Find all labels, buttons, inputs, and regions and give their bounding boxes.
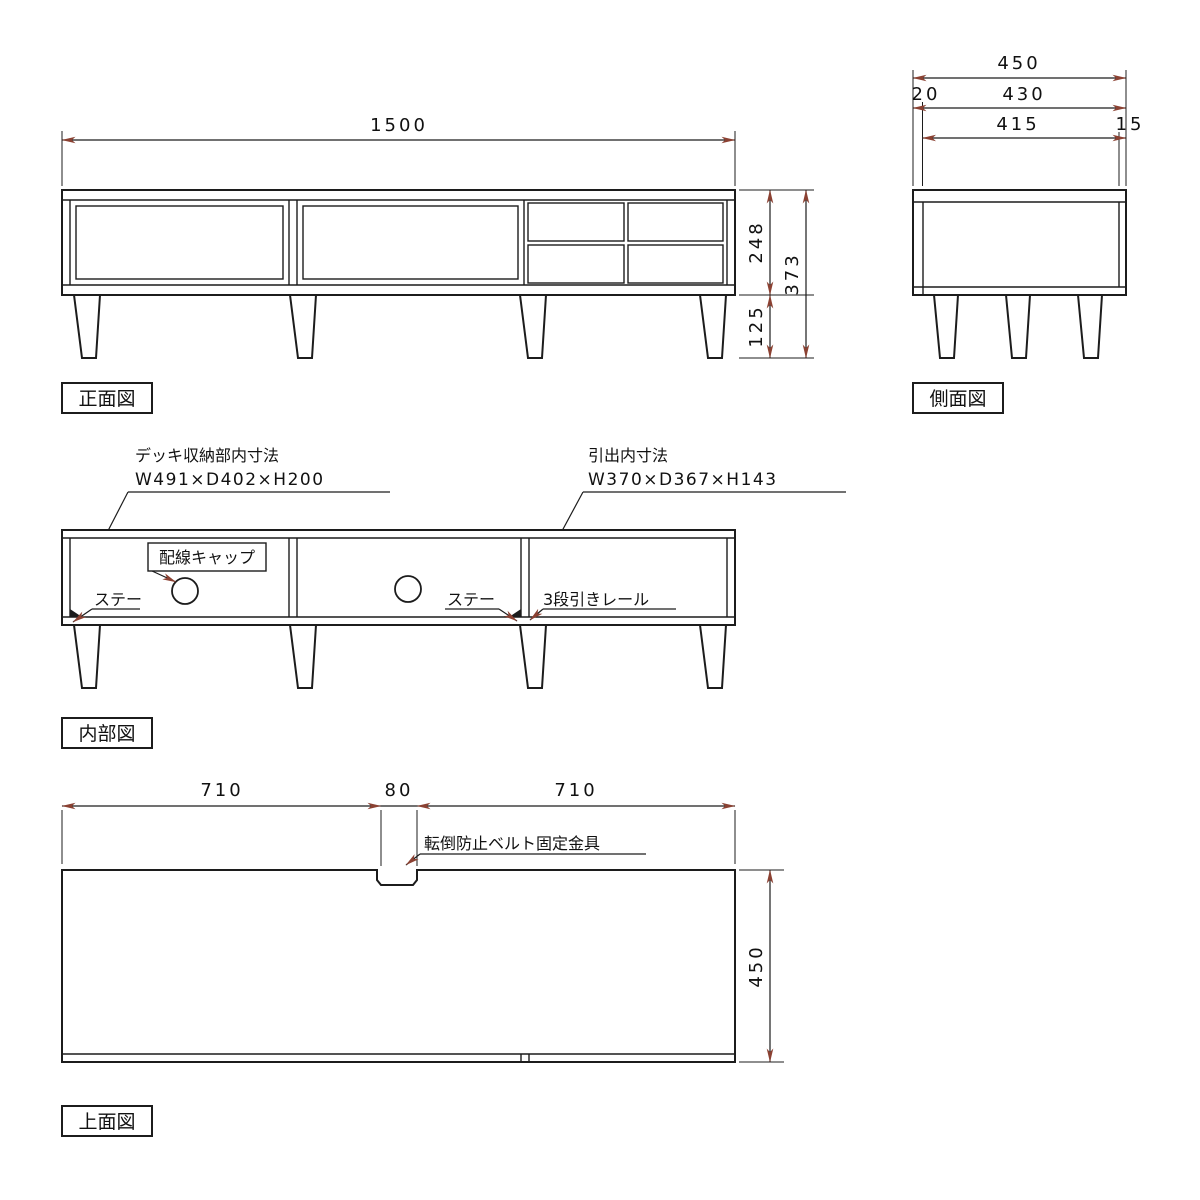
front-leg-3 [518, 294, 548, 359]
front-total-height-dim: 373 [782, 252, 803, 295]
cable-hole-right [394, 575, 422, 603]
drawer-size-value: W370×D367×H143 [588, 470, 778, 490]
cable-hole-left [171, 577, 199, 605]
side-view: 450 20 430 415 15 側面図 [912, 53, 1145, 414]
drawer-size-title: 引出内寸法 [588, 446, 668, 465]
front-leg-height-dim: 125 [746, 304, 767, 347]
front-width-dim: 1500 [370, 115, 428, 136]
stay-right-label: ステー [447, 590, 495, 609]
top-view: 710 80 710 転倒防止ベルト固定金具 450 上面図 [61, 780, 784, 1137]
internal-view: デッキ収納部内寸法 W491×D402×H200 引出内寸法 W370×D367… [61, 446, 846, 749]
internal-view-label: 内部図 [78, 723, 135, 745]
front-drawer-1 [527, 202, 625, 242]
side-cabinet-body [912, 189, 1127, 296]
top-center-dim: 80 [385, 780, 414, 801]
front-leg-1 [72, 294, 102, 359]
front-view-label: 正面図 [78, 388, 135, 410]
internal-leg-3 [518, 624, 548, 689]
side-depth-dim: 450 [997, 53, 1040, 74]
stay-right-leader [498, 608, 518, 622]
cable-cap-label-box [147, 542, 267, 572]
stay-left-label: ステー [94, 590, 142, 609]
rail-label: 3段引きレール [543, 590, 649, 609]
top-view-label: 上面図 [78, 1111, 135, 1133]
front-body-height-dim: 248 [746, 220, 767, 263]
internal-cabinet-body [61, 529, 736, 626]
belt-bracket-label: 転倒防止ベルト固定金具 [424, 834, 600, 853]
top-right-dim: 710 [554, 780, 597, 801]
internal-leg-2 [288, 624, 318, 689]
front-leg-2 [288, 294, 318, 359]
side-frontlip-dim: 15 [1116, 114, 1145, 135]
belt-bracket-leader [405, 853, 421, 866]
side-leg-2 [1004, 294, 1032, 359]
front-drawer-3 [527, 244, 625, 284]
side-leg-1 [932, 294, 960, 359]
front-leg-4 [698, 294, 728, 359]
front-drawer-2 [627, 202, 724, 242]
top-left-dim: 710 [200, 780, 243, 801]
side-leg-3 [1076, 294, 1104, 359]
side-innerdepth-dim: 415 [996, 114, 1039, 135]
front-open-shelf-2 [302, 205, 519, 280]
cable-cap-leader [151, 570, 177, 583]
top-depth-dim: 450 [746, 944, 767, 987]
side-topdepth-dim: 430 [1002, 84, 1045, 105]
internal-leg-1 [72, 624, 102, 689]
rail-leader [529, 608, 544, 621]
deck-size-title: デッキ収納部内寸法 [135, 446, 279, 465]
front-view: 1500 248 125 373 正面図 [61, 115, 814, 414]
internal-leg-4 [698, 624, 728, 689]
front-cabinet-body [61, 189, 736, 296]
side-view-label-box [912, 382, 1004, 414]
stay-left-leader [72, 608, 93, 623]
deck-size-value: W491×D402×H200 [135, 470, 325, 490]
front-view-label-box [61, 382, 153, 414]
top-panel-outline [61, 869, 736, 1063]
cable-cap-label: 配線キャップ [159, 548, 255, 567]
side-backpanel-dim: 20 [912, 84, 941, 105]
internal-view-label-box [61, 717, 153, 749]
side-view-label: 側面図 [929, 388, 986, 410]
front-drawer-4 [627, 244, 724, 284]
top-view-label-box [61, 1105, 153, 1137]
front-open-shelf-1 [75, 205, 284, 280]
